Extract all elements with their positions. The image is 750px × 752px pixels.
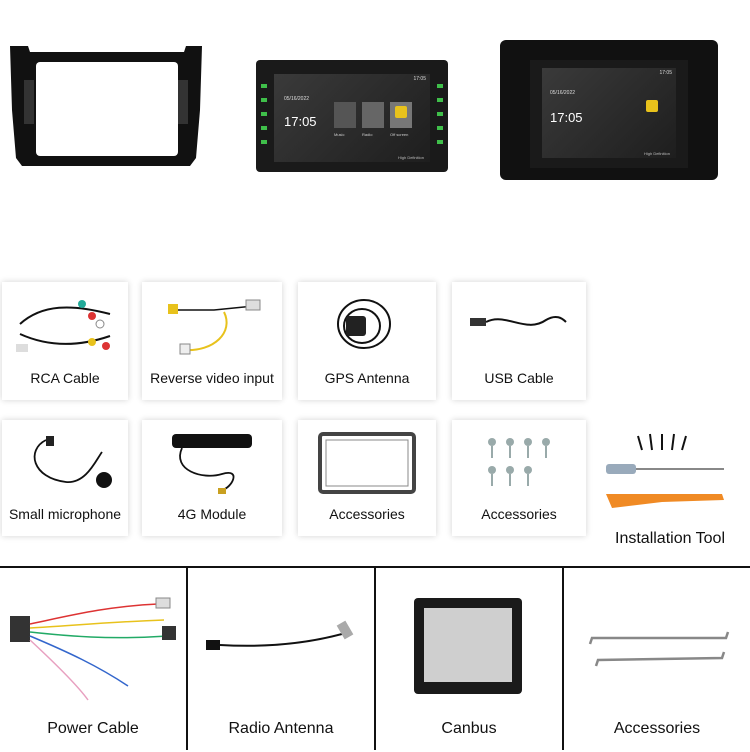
screws-image [488, 438, 550, 486]
assembled-high-definition: High Definition [643, 151, 670, 156]
label-reverse-video: Reverse video input [150, 370, 274, 386]
side-buttons-right [437, 84, 443, 154]
label-accessories-screws: Accessories [481, 506, 557, 522]
divider-1 [186, 566, 188, 750]
assembled-clock-time: 17:05 [550, 110, 583, 125]
head-unit-screen: 17:05 05/16/2022 17:05 Music Radio Off s… [274, 74, 430, 162]
card-gps-antenna: GPS Antenna [298, 282, 436, 400]
status-time: 17:05 [413, 76, 426, 82]
head-unit-image: 17:05 05/16/2022 17:05 Music Radio Off s… [256, 60, 448, 172]
label-rca-cable: RCA Cable [30, 370, 100, 386]
lock-icon [395, 106, 407, 118]
card-usb-cable: USB Cable [452, 282, 586, 400]
assembled-unit-image: 17:05 05/16/2022 17:05 High Definition [500, 40, 718, 180]
assembled-status-time: 17:05 [659, 70, 672, 76]
app-label-radio: Radio [362, 132, 373, 137]
assembled-date-text: 05/16/2022 [550, 90, 576, 96]
gps-antenna-image [337, 299, 391, 349]
card-rca-cable: RCA Cable [2, 282, 128, 400]
dash-frame-image [10, 46, 202, 166]
installation-tool-image [606, 433, 724, 508]
date-text: 05/16/2022 [284, 96, 310, 102]
divider-3 [562, 566, 564, 750]
usb-cable-image [470, 315, 567, 326]
cell-canbus: Canbus [376, 566, 562, 752]
metal-frame-image [318, 432, 416, 494]
label-4g-module: 4G Module [177, 506, 247, 522]
card-accessories-frame: Accessories [298, 420, 436, 536]
card-4g-module: 4G Module [142, 420, 282, 536]
app-tile-radio [362, 102, 384, 128]
card-microphone: Small microphone [2, 420, 128, 536]
label-accessories-brackets: Accessories [613, 720, 701, 737]
cell-radio-antenna: Radio Antenna [188, 566, 374, 752]
app-tile-music [334, 102, 356, 128]
side-buttons-left [261, 84, 267, 154]
4g-module-image [172, 434, 252, 494]
label-radio-antenna: Radio Antenna [228, 720, 334, 737]
radio-antenna-image [206, 620, 354, 650]
app-label-music: Music [334, 132, 345, 137]
brackets-image [588, 631, 730, 667]
microphone-image [33, 436, 112, 488]
canbus-box-image [414, 598, 522, 694]
divider-2 [374, 566, 376, 750]
clock-time: 17:05 [284, 114, 317, 129]
label-accessories-frame: Accessories [329, 506, 405, 522]
assembled-lock-icon [646, 100, 658, 112]
app-label-offscreen: Off screen [390, 132, 409, 137]
assembled-screen: 17:05 05/16/2022 17:05 High Definition [530, 60, 688, 168]
power-cable-image [10, 597, 176, 701]
label-installation-tool: Installation Tool [615, 530, 725, 547]
label-gps-antenna: GPS Antenna [324, 370, 410, 386]
assembled-display: 17:05 05/16/2022 17:05 High Definition [542, 68, 676, 158]
card-accessories-screws: Accessories [452, 420, 586, 536]
label-usb-cable: USB Cable [484, 370, 554, 386]
reverse-video-image [168, 299, 261, 355]
card-reverse-video: Reverse video input [142, 282, 282, 400]
label-power-cable: Power Cable [47, 720, 139, 737]
canbus-label-blurred [424, 608, 512, 682]
cell-accessories-brackets: Accessories [564, 566, 750, 752]
label-microphone: Small microphone [8, 506, 122, 522]
rca-cable-image [16, 300, 111, 352]
high-definition-label: High Definition [397, 155, 424, 160]
cell-power-cable: Power Cable [0, 566, 186, 752]
label-canbus: Canbus [441, 720, 497, 737]
